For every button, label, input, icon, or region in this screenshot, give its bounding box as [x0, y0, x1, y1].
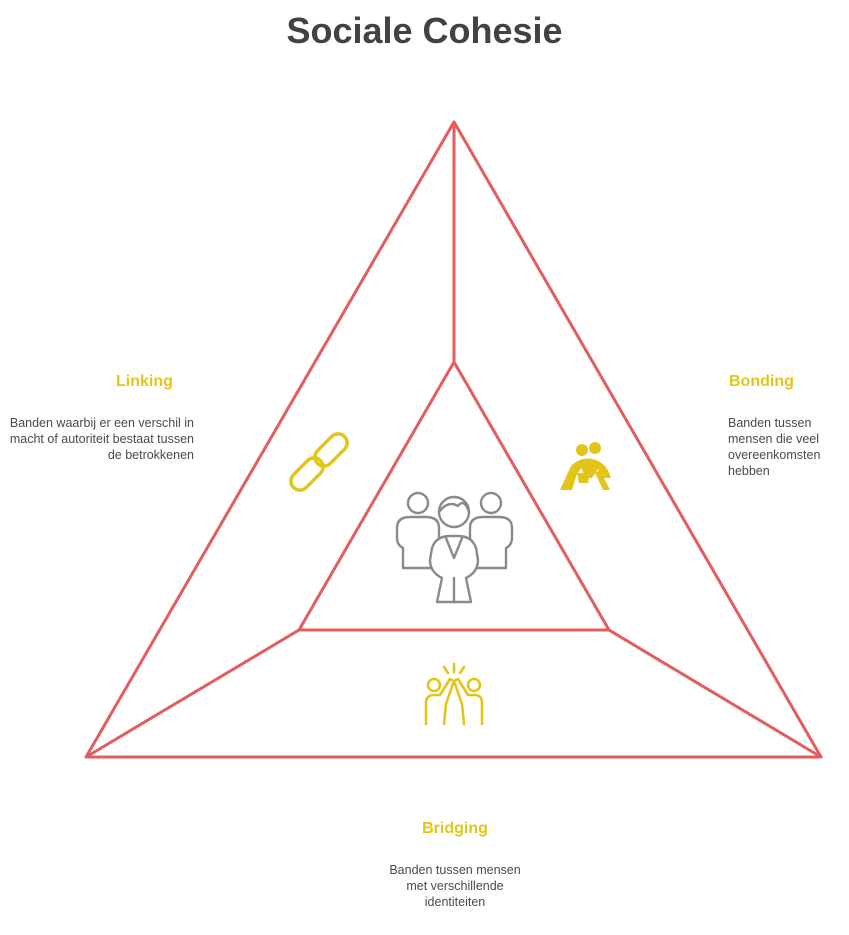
linking-title: Linking	[116, 373, 173, 390]
linking-description: Banden waarbij er een verschil in macht …	[9, 416, 194, 462]
people-embrace-icon	[560, 442, 611, 490]
page-title: Sociale Cohesie	[286, 10, 563, 51]
bridging-title: Bridging	[422, 820, 488, 837]
bonding-description: Banden tussen mensen die veel overeenkom…	[728, 416, 821, 478]
bonding-title: Bonding	[729, 373, 794, 390]
divider-left	[85, 628, 300, 759]
outer-triangle	[84, 120, 823, 759]
inner-triangle	[297, 360, 611, 632]
bridging-description: Banden tussen mensen met verschillende i…	[389, 863, 521, 909]
triangle-outline	[84, 120, 823, 759]
chain-link-icon	[289, 432, 349, 492]
community-group-icon	[395, 491, 514, 604]
high-five-icon	[424, 662, 484, 726]
divider-right	[608, 628, 822, 759]
